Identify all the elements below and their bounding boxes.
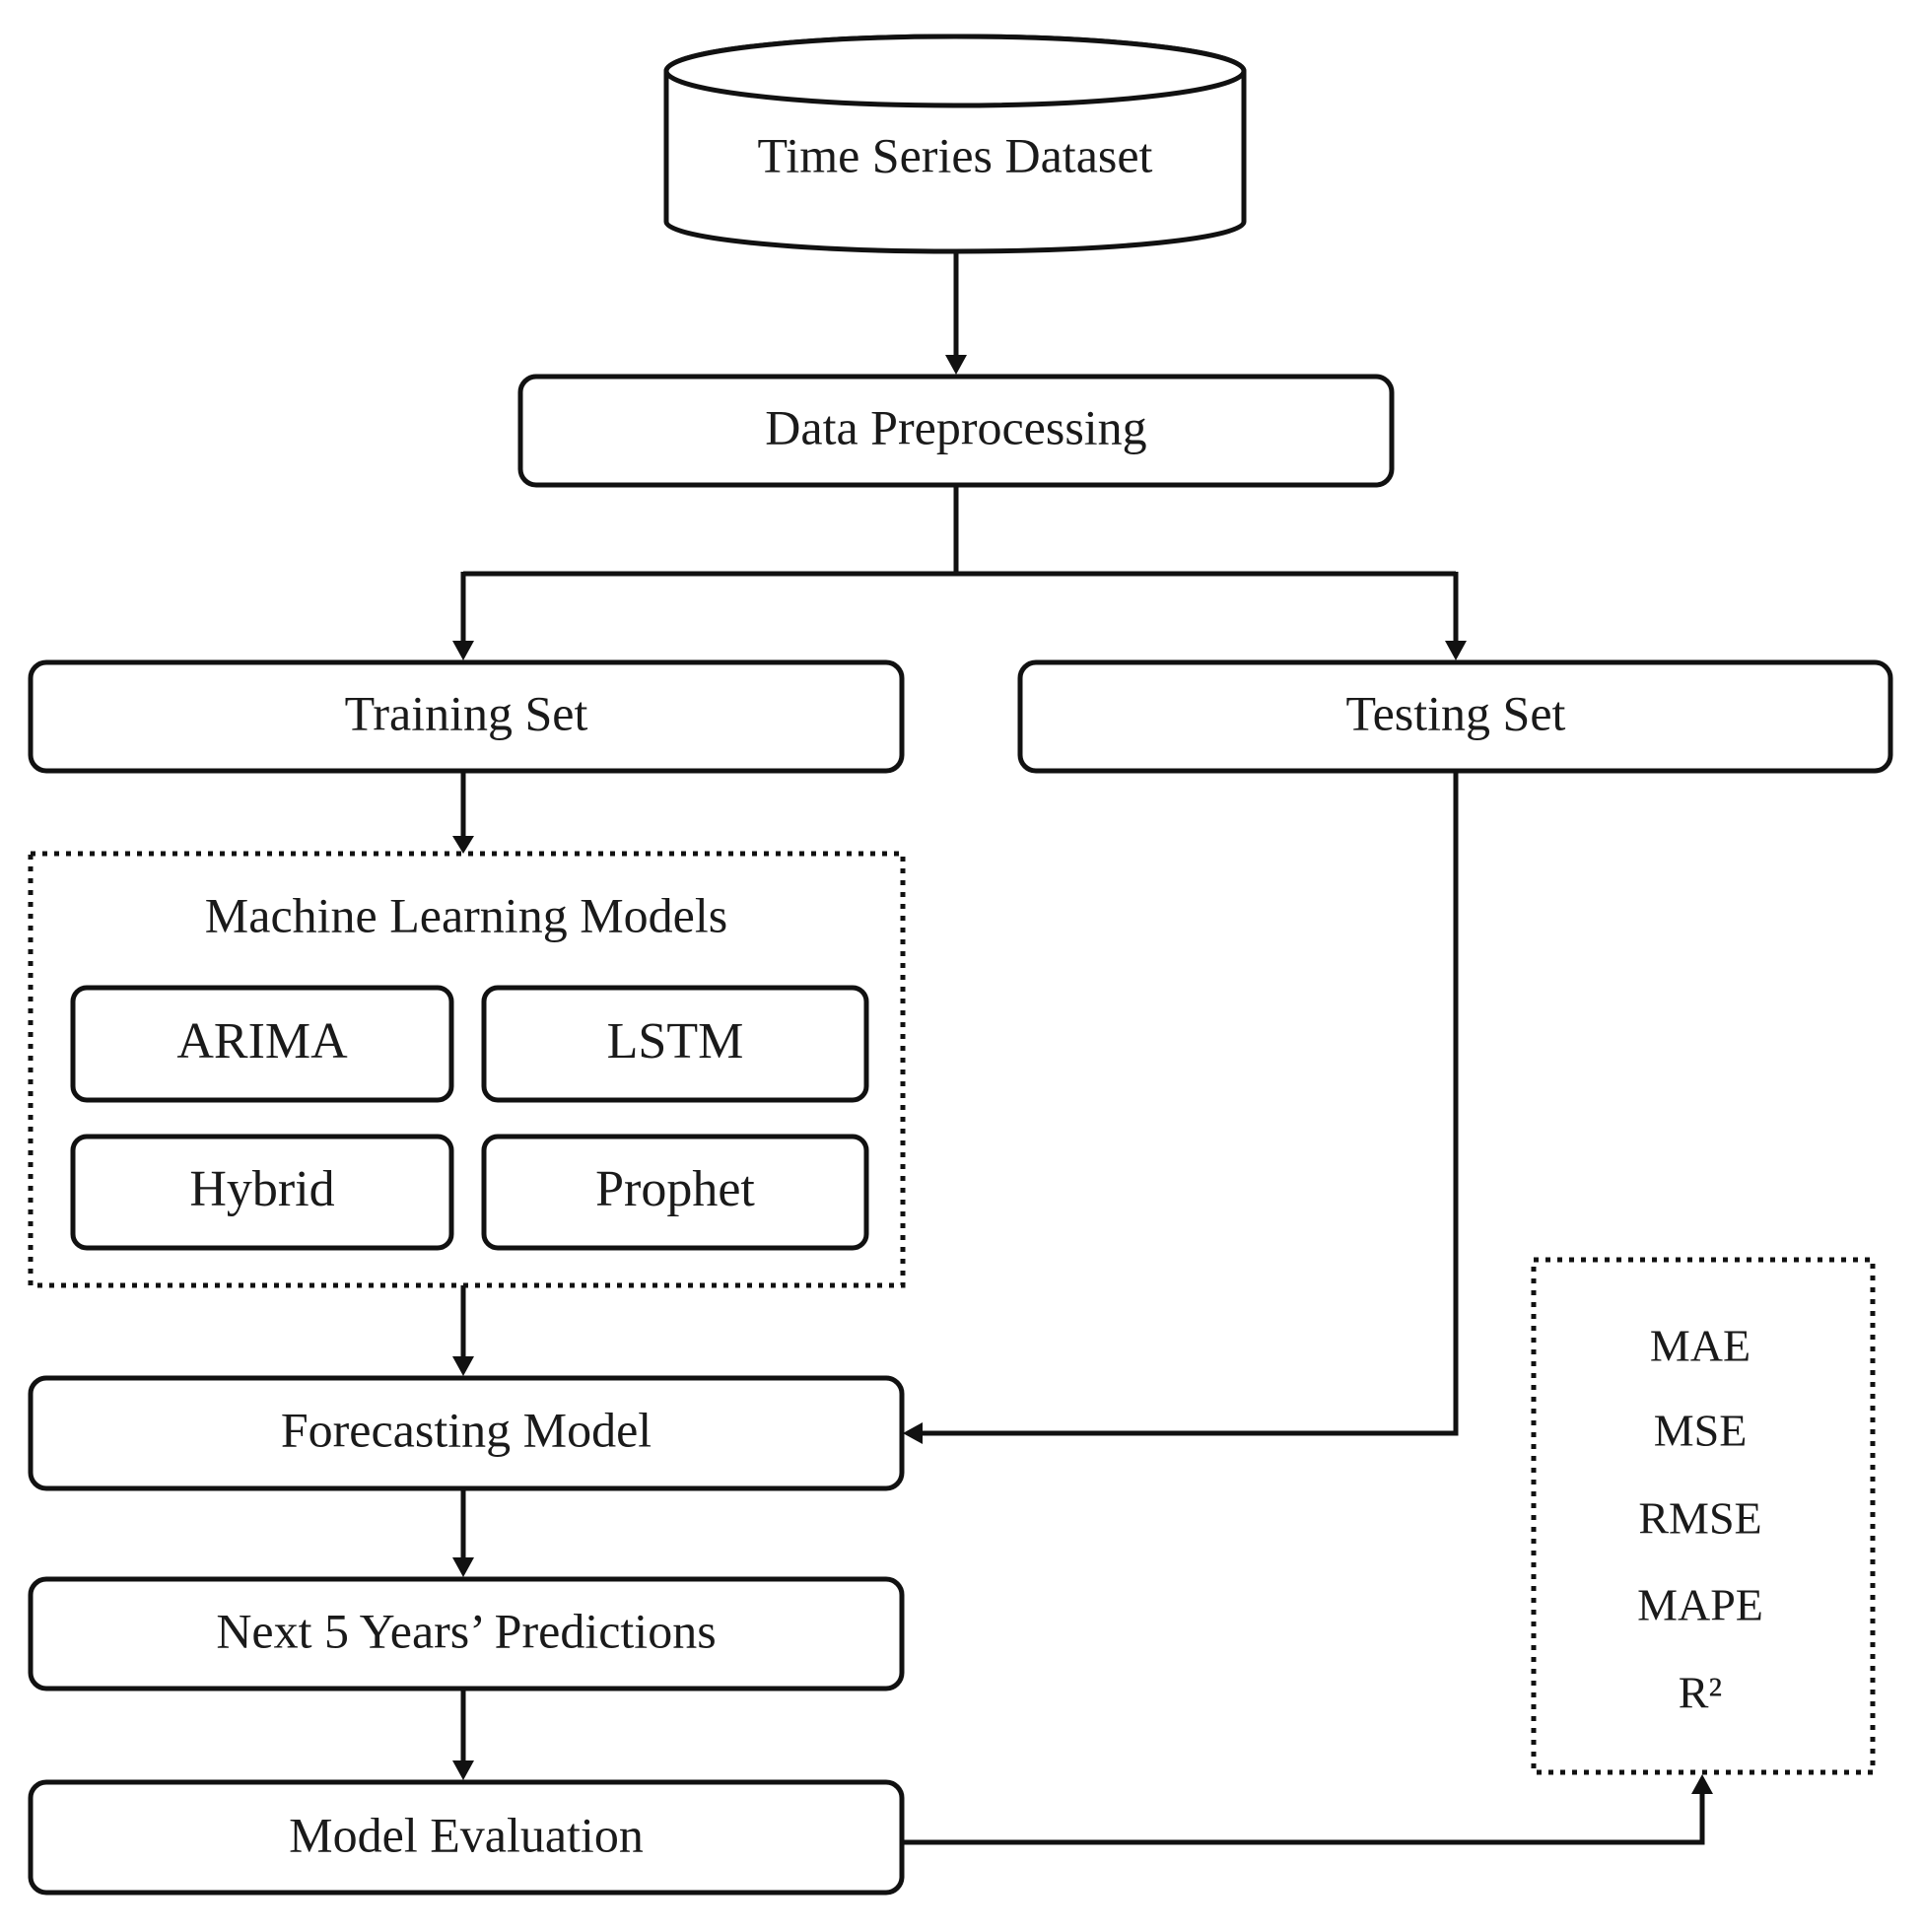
forecasting-node: Forecasting Model: [28, 1375, 905, 1491]
predictions-node: Next 5 Years’ Predictions: [28, 1576, 905, 1691]
model-box-arima: [70, 985, 454, 1103]
testing-node: Testing Set: [1017, 659, 1893, 774]
evaluation-node: Model Evaluation: [28, 1779, 905, 1896]
metric-r-squared: R²: [1679, 1668, 1722, 1718]
evaluation-box: [28, 1779, 905, 1896]
metric-mape: MAPE: [1637, 1580, 1763, 1630]
model-label-arima: ARIMA: [176, 1013, 348, 1070]
preprocessing-node: Data Preprocessing: [517, 374, 1395, 488]
model-label-prophet: Prophet: [595, 1161, 755, 1217]
model-box-prophet: [481, 1134, 869, 1251]
metrics-dotted-frame: [1531, 1257, 1876, 1775]
arrowhead-icon: [452, 641, 474, 660]
testing-box: [1017, 659, 1893, 774]
connectors: [452, 251, 1713, 1845]
arrow-testing-to-forecasting: [921, 771, 1459, 1436]
arrowhead-icon: [903, 1422, 923, 1444]
arrowhead-icon: [1691, 1774, 1713, 1794]
connector-preprocessing-split: [463, 485, 1456, 577]
forecasting-label: Forecasting Model: [281, 1402, 652, 1457]
predictions-label: Next 5 Years’ Predictions: [216, 1603, 716, 1658]
arrowhead-icon: [452, 1557, 474, 1577]
training-label: Training Set: [345, 685, 588, 740]
evaluation-label: Model Evaluation: [289, 1807, 644, 1862]
arrowhead-icon: [452, 1356, 474, 1376]
model-label-lstm: LSTM: [607, 1013, 744, 1070]
arrowhead-icon: [452, 1760, 474, 1780]
metrics-group: MAE MSE RMSE MAPE R²: [1531, 1257, 1876, 1775]
arrowhead-icon: [1445, 641, 1467, 660]
arrowhead-icon: [945, 355, 967, 375]
ml-models-title: Machine Learning Models: [205, 887, 727, 942]
training-box: [28, 659, 905, 774]
preprocessing-box: [517, 374, 1395, 488]
database-cylinder-top: [663, 34, 1247, 108]
metric-rmse: RMSE: [1638, 1493, 1761, 1544]
preprocessing-label: Data Preprocessing: [765, 399, 1146, 454]
model-label-hybrid: Hybrid: [189, 1161, 334, 1217]
dataset-node: Time Series Dataset: [663, 34, 1247, 254]
forecasting-box: [28, 1375, 905, 1491]
training-node: Training Set: [28, 659, 905, 774]
metric-mae: MAE: [1650, 1321, 1750, 1371]
model-box-hybrid: [70, 1134, 454, 1251]
model-box-lstm: [481, 985, 869, 1103]
ml-models-dotted-frame: [28, 851, 906, 1288]
ml-models-group: Machine Learning Models ARIMA LSTM Hybri…: [28, 851, 906, 1288]
metric-mse: MSE: [1654, 1406, 1748, 1456]
arrowhead-icon: [452, 836, 474, 854]
predictions-box: [28, 1576, 905, 1691]
testing-label: Testing Set: [1346, 685, 1566, 740]
dataset-label: Time Series Dataset: [758, 127, 1153, 182]
arrow-evaluation-to-metrics: [901, 1792, 1705, 1845]
